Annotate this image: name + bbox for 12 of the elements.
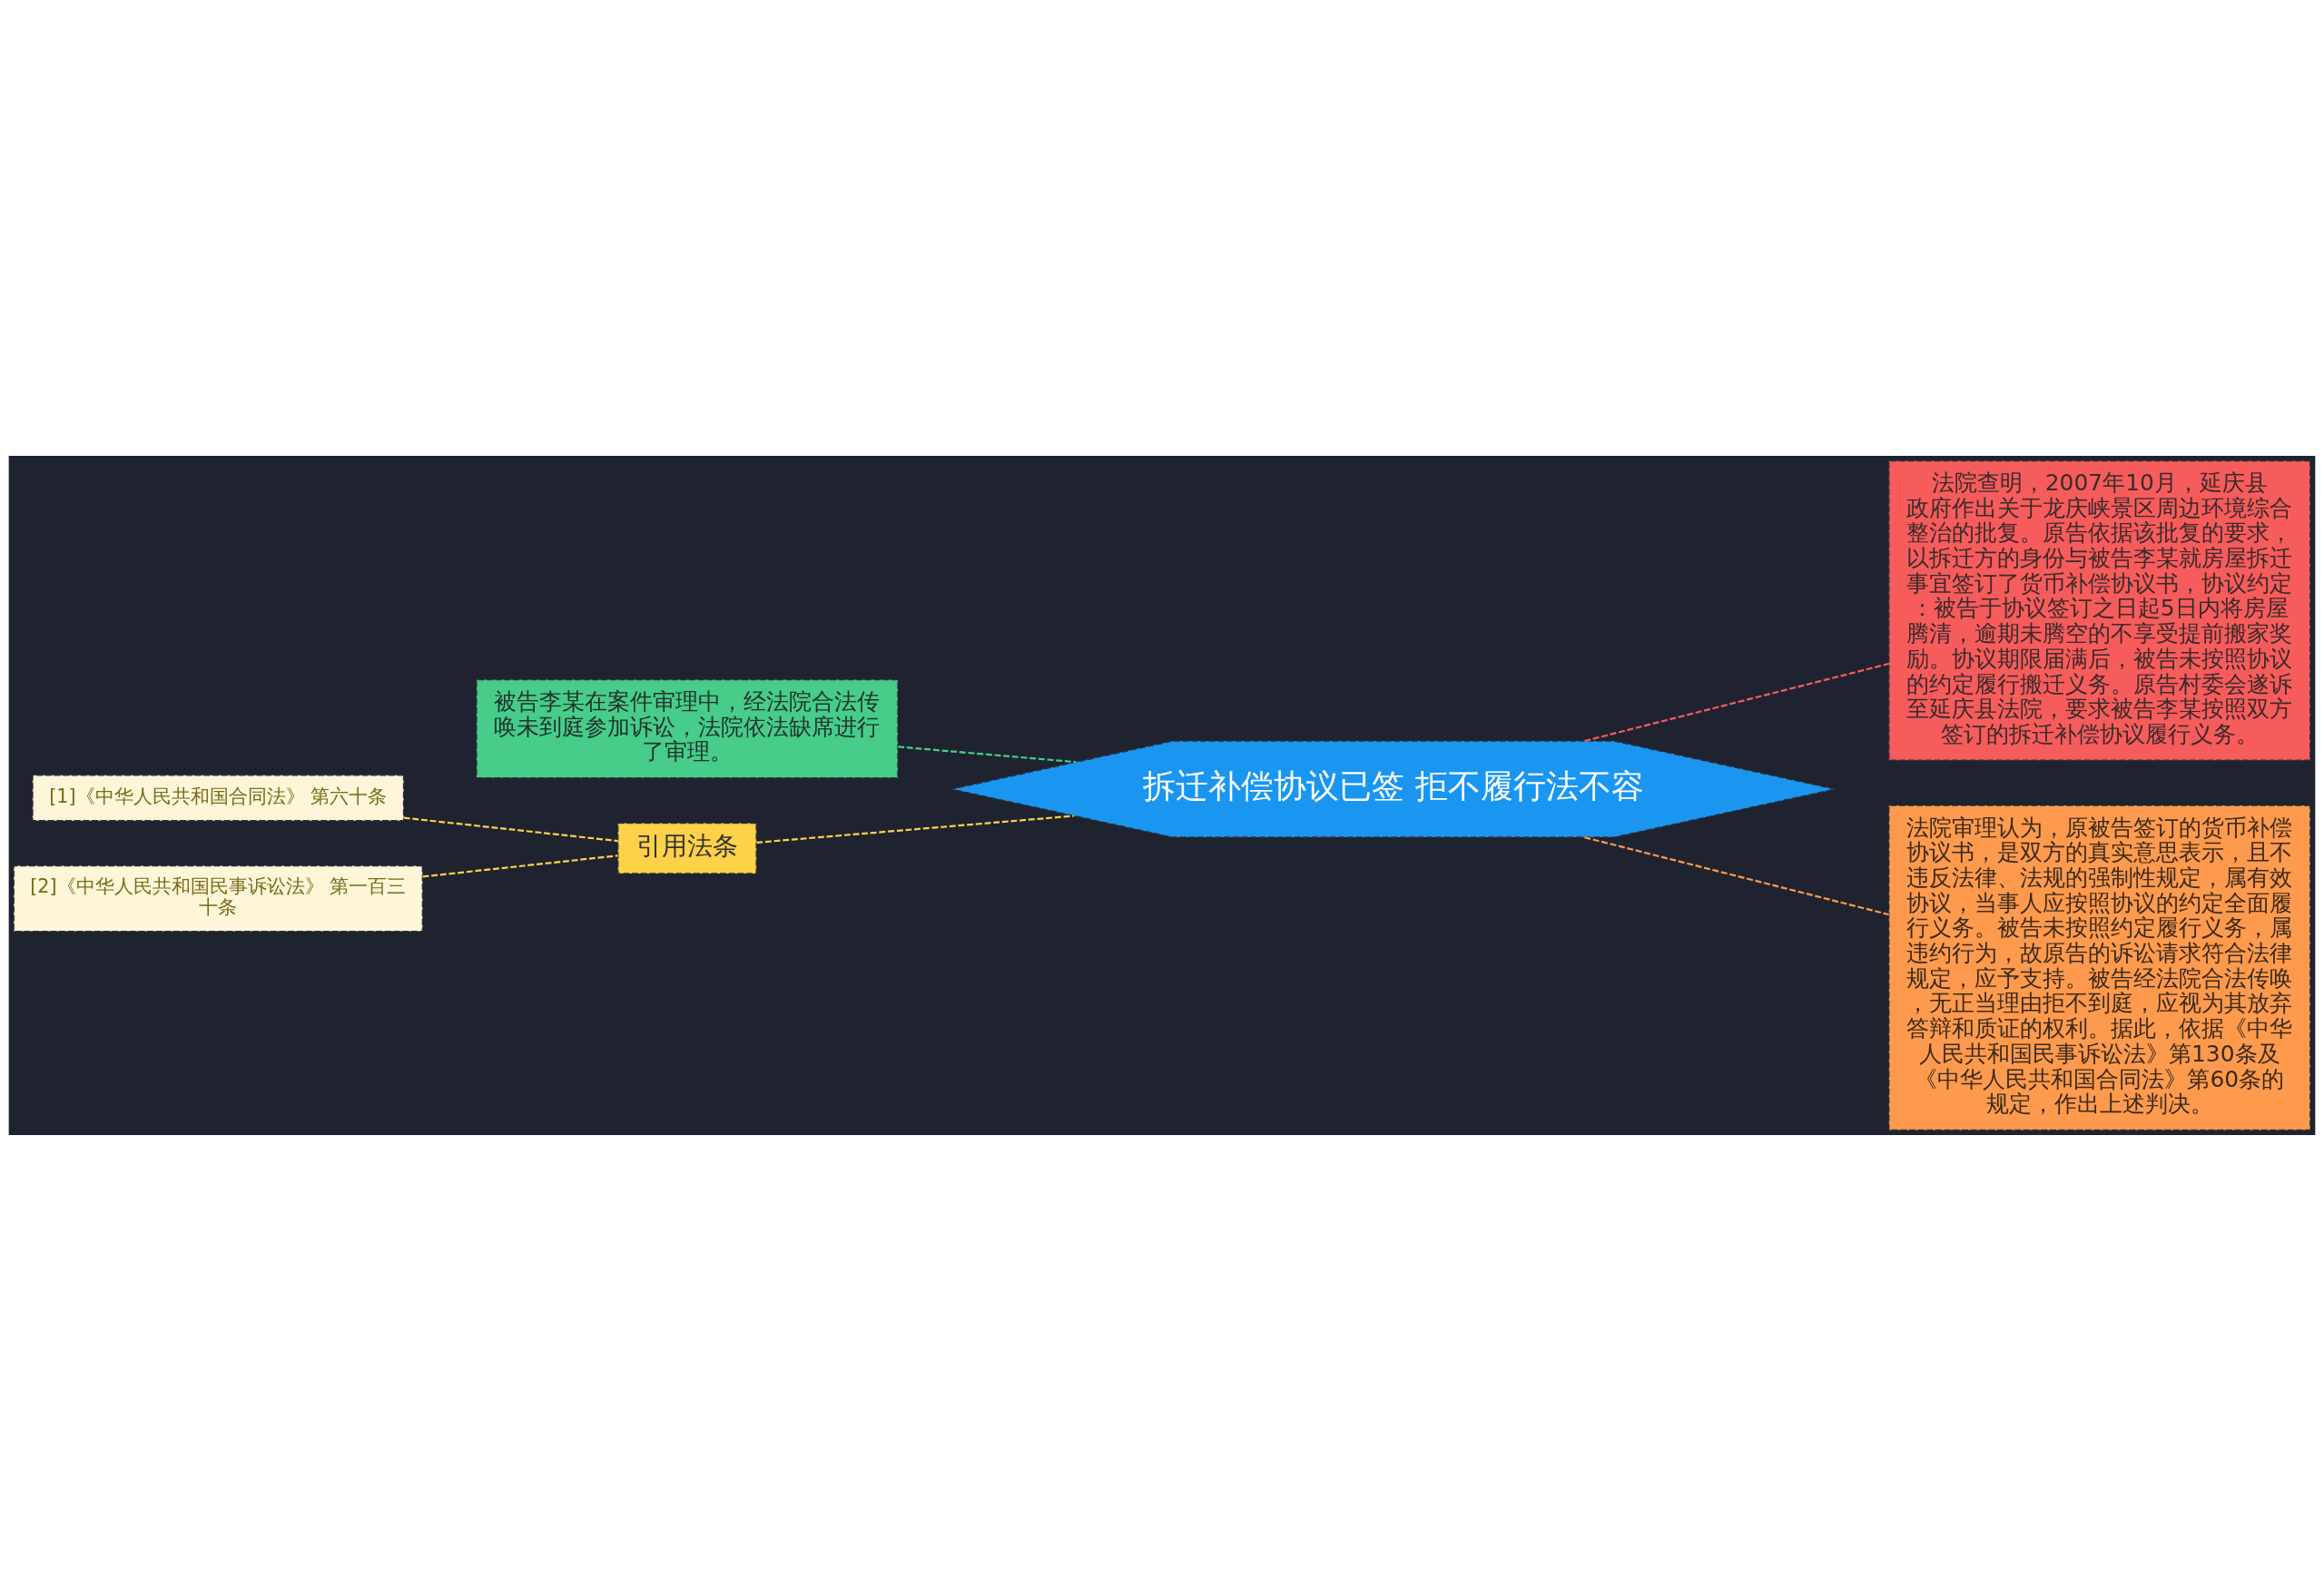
connector [898, 745, 1077, 763]
connector [1584, 835, 1889, 915]
node-box: 被告李某在案件审理中，经法院合法传唤未到庭参加诉讼，法院依法缺席进行了审理。 [476, 678, 899, 778]
node-box: 法院审理认为，原被告签订的货币补偿协议书，是双方的真实意思表示，且不违反法律、法规的强制性规定，属有效协议，当事人应按照协议的约定全面履行义务。被告未按照约定履行义务，属违约行为，故原告的诉讼请求符合法律规定，应予支持。被告经法院合法传唤，无正当理由拒不到庭，应视为其放弃答辩和质证的权利。据此，依据《中华人民共和国民事诉讼法》第130条及《中华人民共和国合同法》第60条的规定，作出上述判决。 [1888, 804, 2311, 1131]
node-box: 法院查明，2007年10月，延庆县政府作出关于龙庆峡景区周边环境综合整治的批复。原告依据该批复的要求，以拆迁方的身份与被告李某就房屋拆迁事宜签订了货币补偿协议书，协议约定：被告于协议签订之日起5日内将房屋腾清，逾期未腾空的不享受提前搬家奖励。协议期限届满后，被告未按照协议的约定履行搬迁义务。原告村委会遂诉至延庆县法院，要求被告李某按照双方签订的拆迁补偿协议履行义务。 [1888, 459, 2311, 761]
connector [422, 854, 618, 878]
connector [403, 816, 618, 842]
connector [756, 814, 1075, 844]
connector [1584, 662, 1889, 742]
node-box: [1]《中华人民共和国合同法》 第六十条 [32, 774, 405, 821]
node-box: 引用法条 [617, 822, 757, 874]
node-box: [2]《中华人民共和国民事诉讼法》 第一百三十条 [13, 864, 424, 932]
